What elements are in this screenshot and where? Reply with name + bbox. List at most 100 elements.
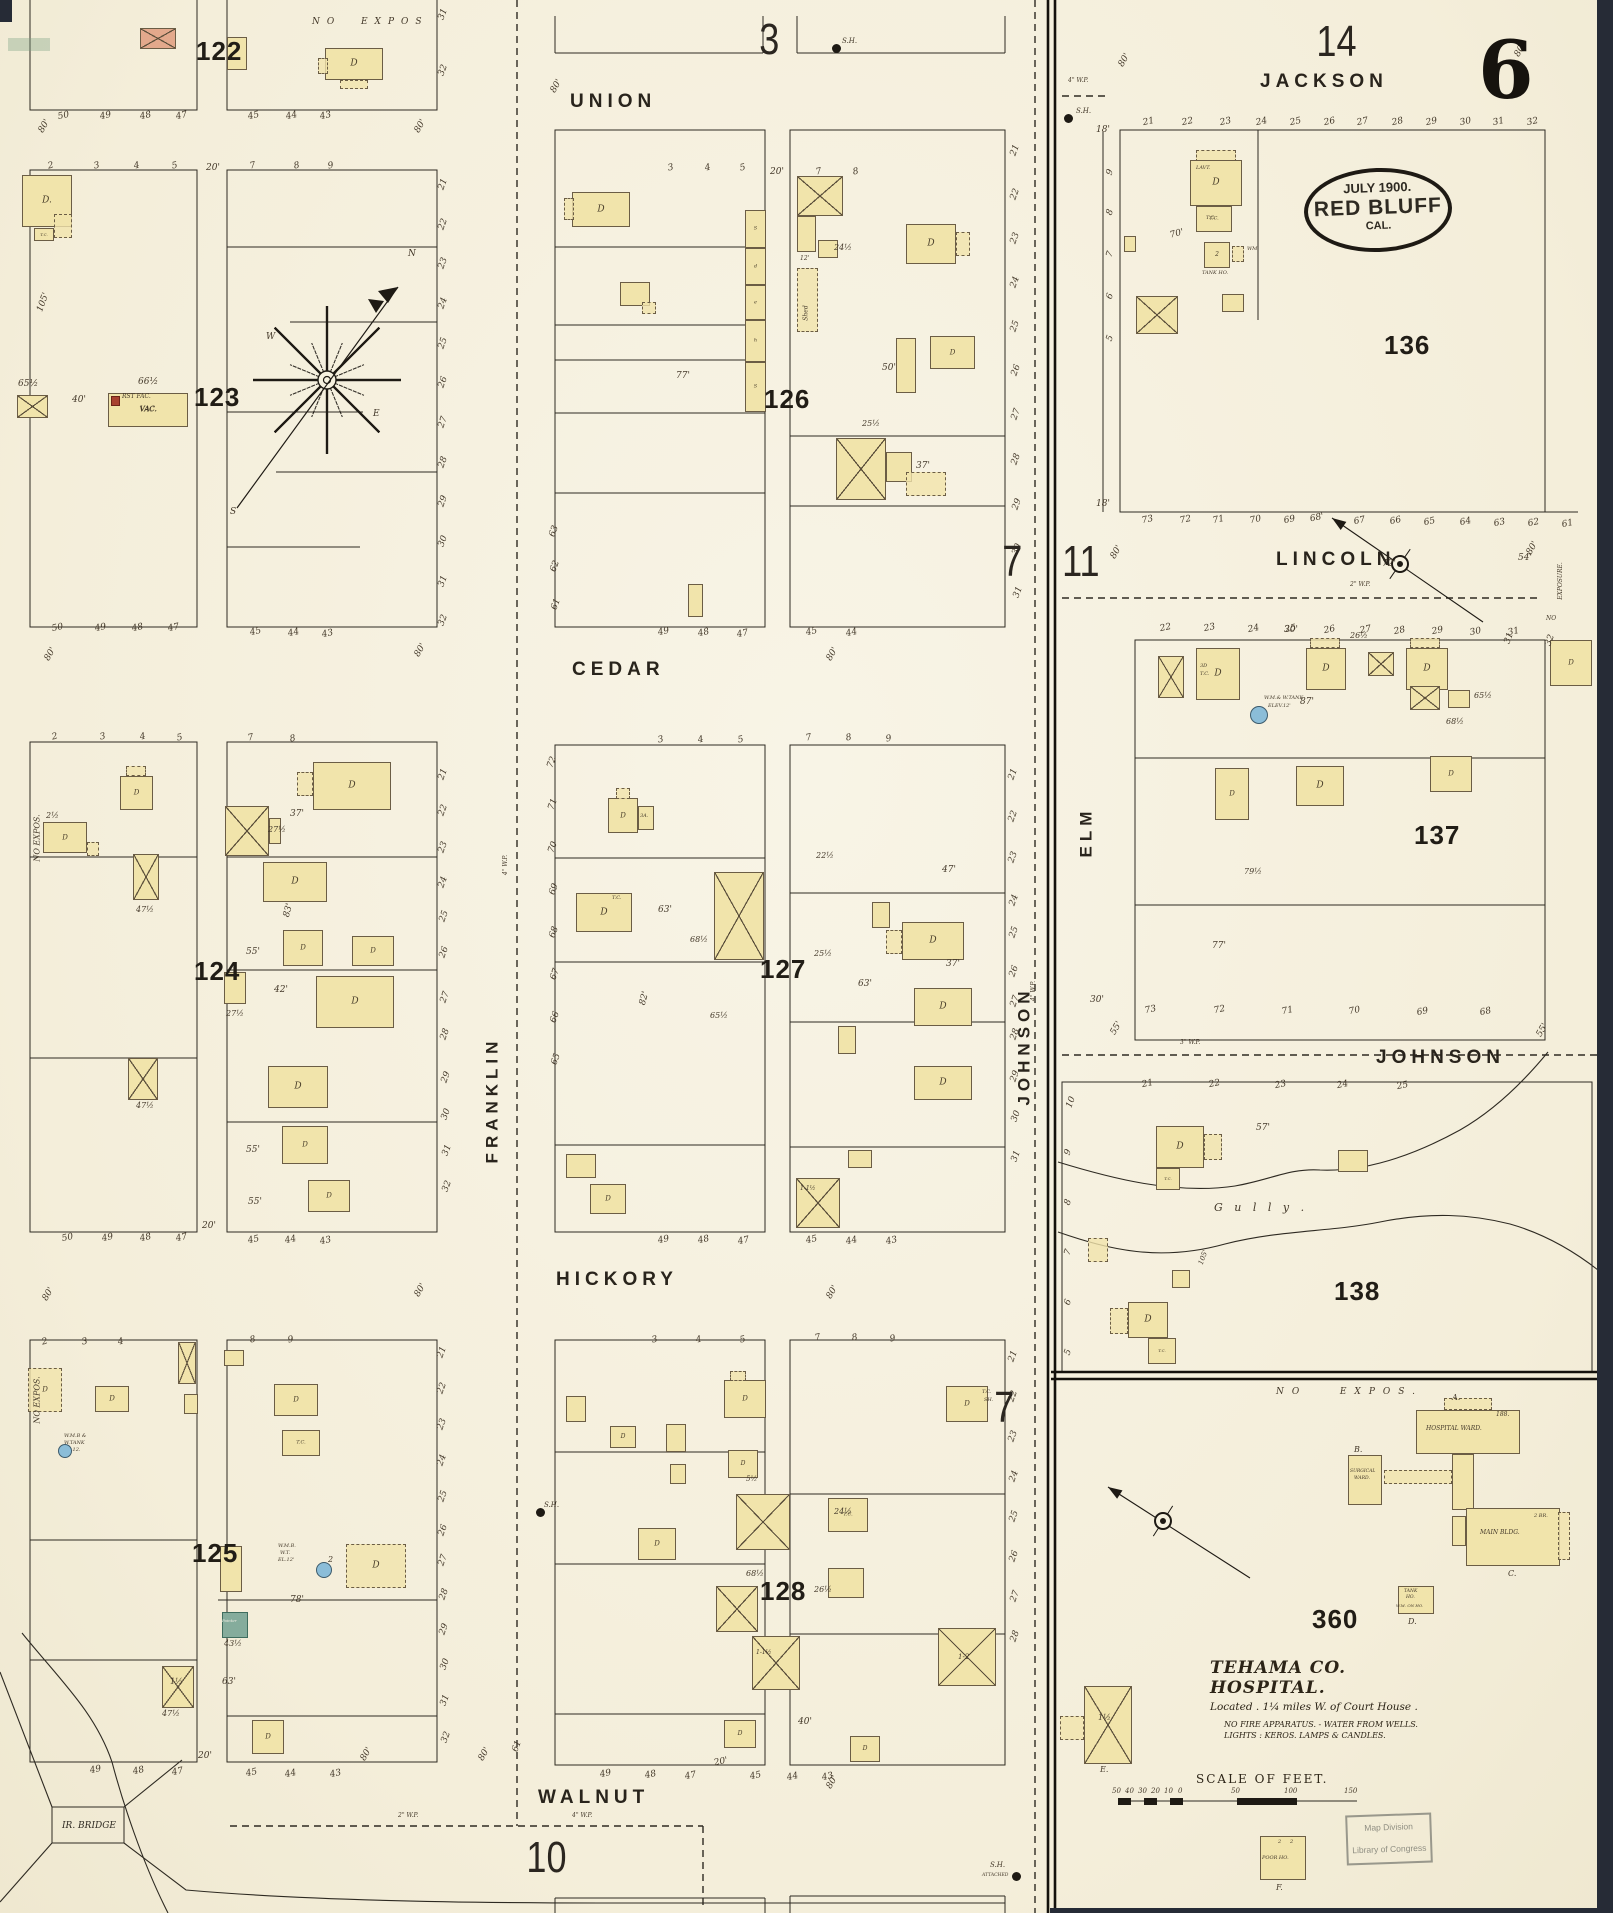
- map-annotation: W.M.B &: [64, 1433, 87, 1439]
- building-label: D: [964, 1399, 970, 1408]
- map-annotation: B.: [1354, 1445, 1363, 1454]
- compass-needle-arrowhead-icon: [378, 287, 398, 303]
- lot-number: 22: [436, 803, 450, 818]
- building: [906, 472, 946, 496]
- lot-number: 24: [1246, 622, 1261, 636]
- lot-number: 3: [80, 1336, 89, 1348]
- lot-number: 5: [1104, 333, 1117, 343]
- lot-number: 63: [547, 524, 561, 539]
- lot-number: 44: [286, 626, 301, 640]
- map-annotation: 2½: [46, 811, 59, 820]
- water-tank-icon: [1250, 706, 1268, 724]
- lot-number: 8: [1104, 207, 1117, 217]
- lot-number: 25: [1288, 115, 1303, 129]
- lot-number: 21: [1140, 1077, 1155, 1091]
- map-annotation: EXPOSURE.: [1556, 562, 1564, 600]
- building: d: [745, 248, 766, 285]
- map-annotation: 80': [1116, 51, 1133, 69]
- building: D: [282, 1126, 328, 1164]
- lot-number: 45: [748, 1769, 763, 1783]
- lot-number: 4: [116, 1336, 125, 1348]
- scale-tick-label: 50: [1231, 1787, 1240, 1795]
- map-annotation: 80': [42, 645, 59, 663]
- lot-number: 31: [1491, 115, 1506, 129]
- building: D: [1128, 1302, 1168, 1338]
- compass-hub: [317, 370, 337, 390]
- building-label: D: [1322, 663, 1330, 674]
- block-number-123: 123: [194, 382, 241, 412]
- building: [730, 1371, 746, 1381]
- lot-number: 2: [46, 160, 55, 172]
- lot-number: 4: [696, 734, 705, 746]
- building-label: D: [372, 1560, 380, 1571]
- building: D: [308, 1180, 350, 1212]
- lot-number: 25: [1008, 319, 1022, 334]
- lot-number: 26: [1007, 964, 1021, 979]
- lot-number: 9: [1062, 1147, 1075, 1157]
- building: D: [1550, 640, 1592, 686]
- building: D: [283, 930, 323, 966]
- map-annotation: 37': [290, 809, 304, 819]
- lot-number: 30: [1468, 625, 1483, 639]
- lot-number: 26: [436, 375, 450, 390]
- building: [828, 1568, 864, 1598]
- lot-number: 70: [1248, 513, 1263, 527]
- lot-number: 50: [56, 109, 71, 123]
- lot-number: 62: [1526, 516, 1541, 530]
- hospital-title: TEHAMA CO. HOSPITAL.: [1210, 1658, 1347, 1698]
- building: [178, 1342, 196, 1384]
- block-outline: [554, 744, 766, 1233]
- map-annotation: POOR HO.: [1262, 1855, 1289, 1861]
- map-annotation: 105': [35, 291, 52, 314]
- block-outline: [789, 129, 1006, 628]
- lot-number: 31: [436, 7, 450, 22]
- block-outline: [226, 169, 438, 628]
- building-label: e: [754, 298, 757, 305]
- building-label: D: [742, 1394, 748, 1403]
- map-annotation: N: [408, 249, 416, 259]
- map-annotation: 26½: [1350, 631, 1368, 640]
- map-annotation: W.T.: [280, 1550, 291, 1556]
- building: [1338, 1150, 1368, 1172]
- lot-number: 45: [244, 1766, 259, 1780]
- lot-number: 25: [437, 909, 451, 924]
- lot-number: 28: [1008, 1629, 1022, 1644]
- building: [1136, 296, 1178, 334]
- building: D: [902, 922, 964, 960]
- map-annotation: W.TANK: [64, 1440, 85, 1446]
- building: [616, 788, 630, 799]
- building-label: D: [1229, 789, 1235, 798]
- lot-number: 9: [1104, 167, 1117, 177]
- building: [1084, 1686, 1132, 1764]
- building: [128, 1058, 158, 1100]
- lot-number: 48: [131, 1764, 146, 1778]
- lot-number: 31: [1009, 1149, 1023, 1164]
- map-annotation: 65½: [18, 379, 39, 389]
- building: D: [43, 822, 87, 853]
- building: [227, 37, 247, 70]
- building: D: [610, 1426, 636, 1448]
- scale-tick-label: 30: [1138, 1787, 1147, 1795]
- map-annotation: 54': [1518, 553, 1532, 563]
- street-label-jackson: JACKSON: [1260, 71, 1388, 92]
- building: [1172, 1270, 1190, 1288]
- map-annotation: T.C.: [1206, 215, 1216, 221]
- library-of-congress-stamp: Map Division Library of Congress: [1345, 1812, 1433, 1866]
- lot-number: 4: [694, 1334, 703, 1346]
- building-label: S: [753, 383, 758, 390]
- map-annotation: F.: [1276, 1883, 1283, 1892]
- building: S: [745, 362, 766, 412]
- building: S: [745, 210, 766, 248]
- building-label: D: [740, 1459, 746, 1467]
- building-label: D: [620, 810, 626, 819]
- hospital-note-block: TEHAMA CO. HOSPITAL. Located . 1¼ miles …: [1210, 1658, 1450, 1740]
- lot-number: 23: [1008, 231, 1022, 246]
- map-annotation: S.H.: [1076, 107, 1092, 115]
- lot-number: 31: [438, 1693, 452, 1708]
- building: D: [1306, 648, 1346, 690]
- building: T.C.: [1196, 206, 1232, 232]
- lot-number: 28: [1392, 624, 1407, 638]
- building-label: D: [300, 943, 306, 952]
- building: 2: [1204, 242, 1230, 268]
- map-annotation: 37': [916, 461, 930, 471]
